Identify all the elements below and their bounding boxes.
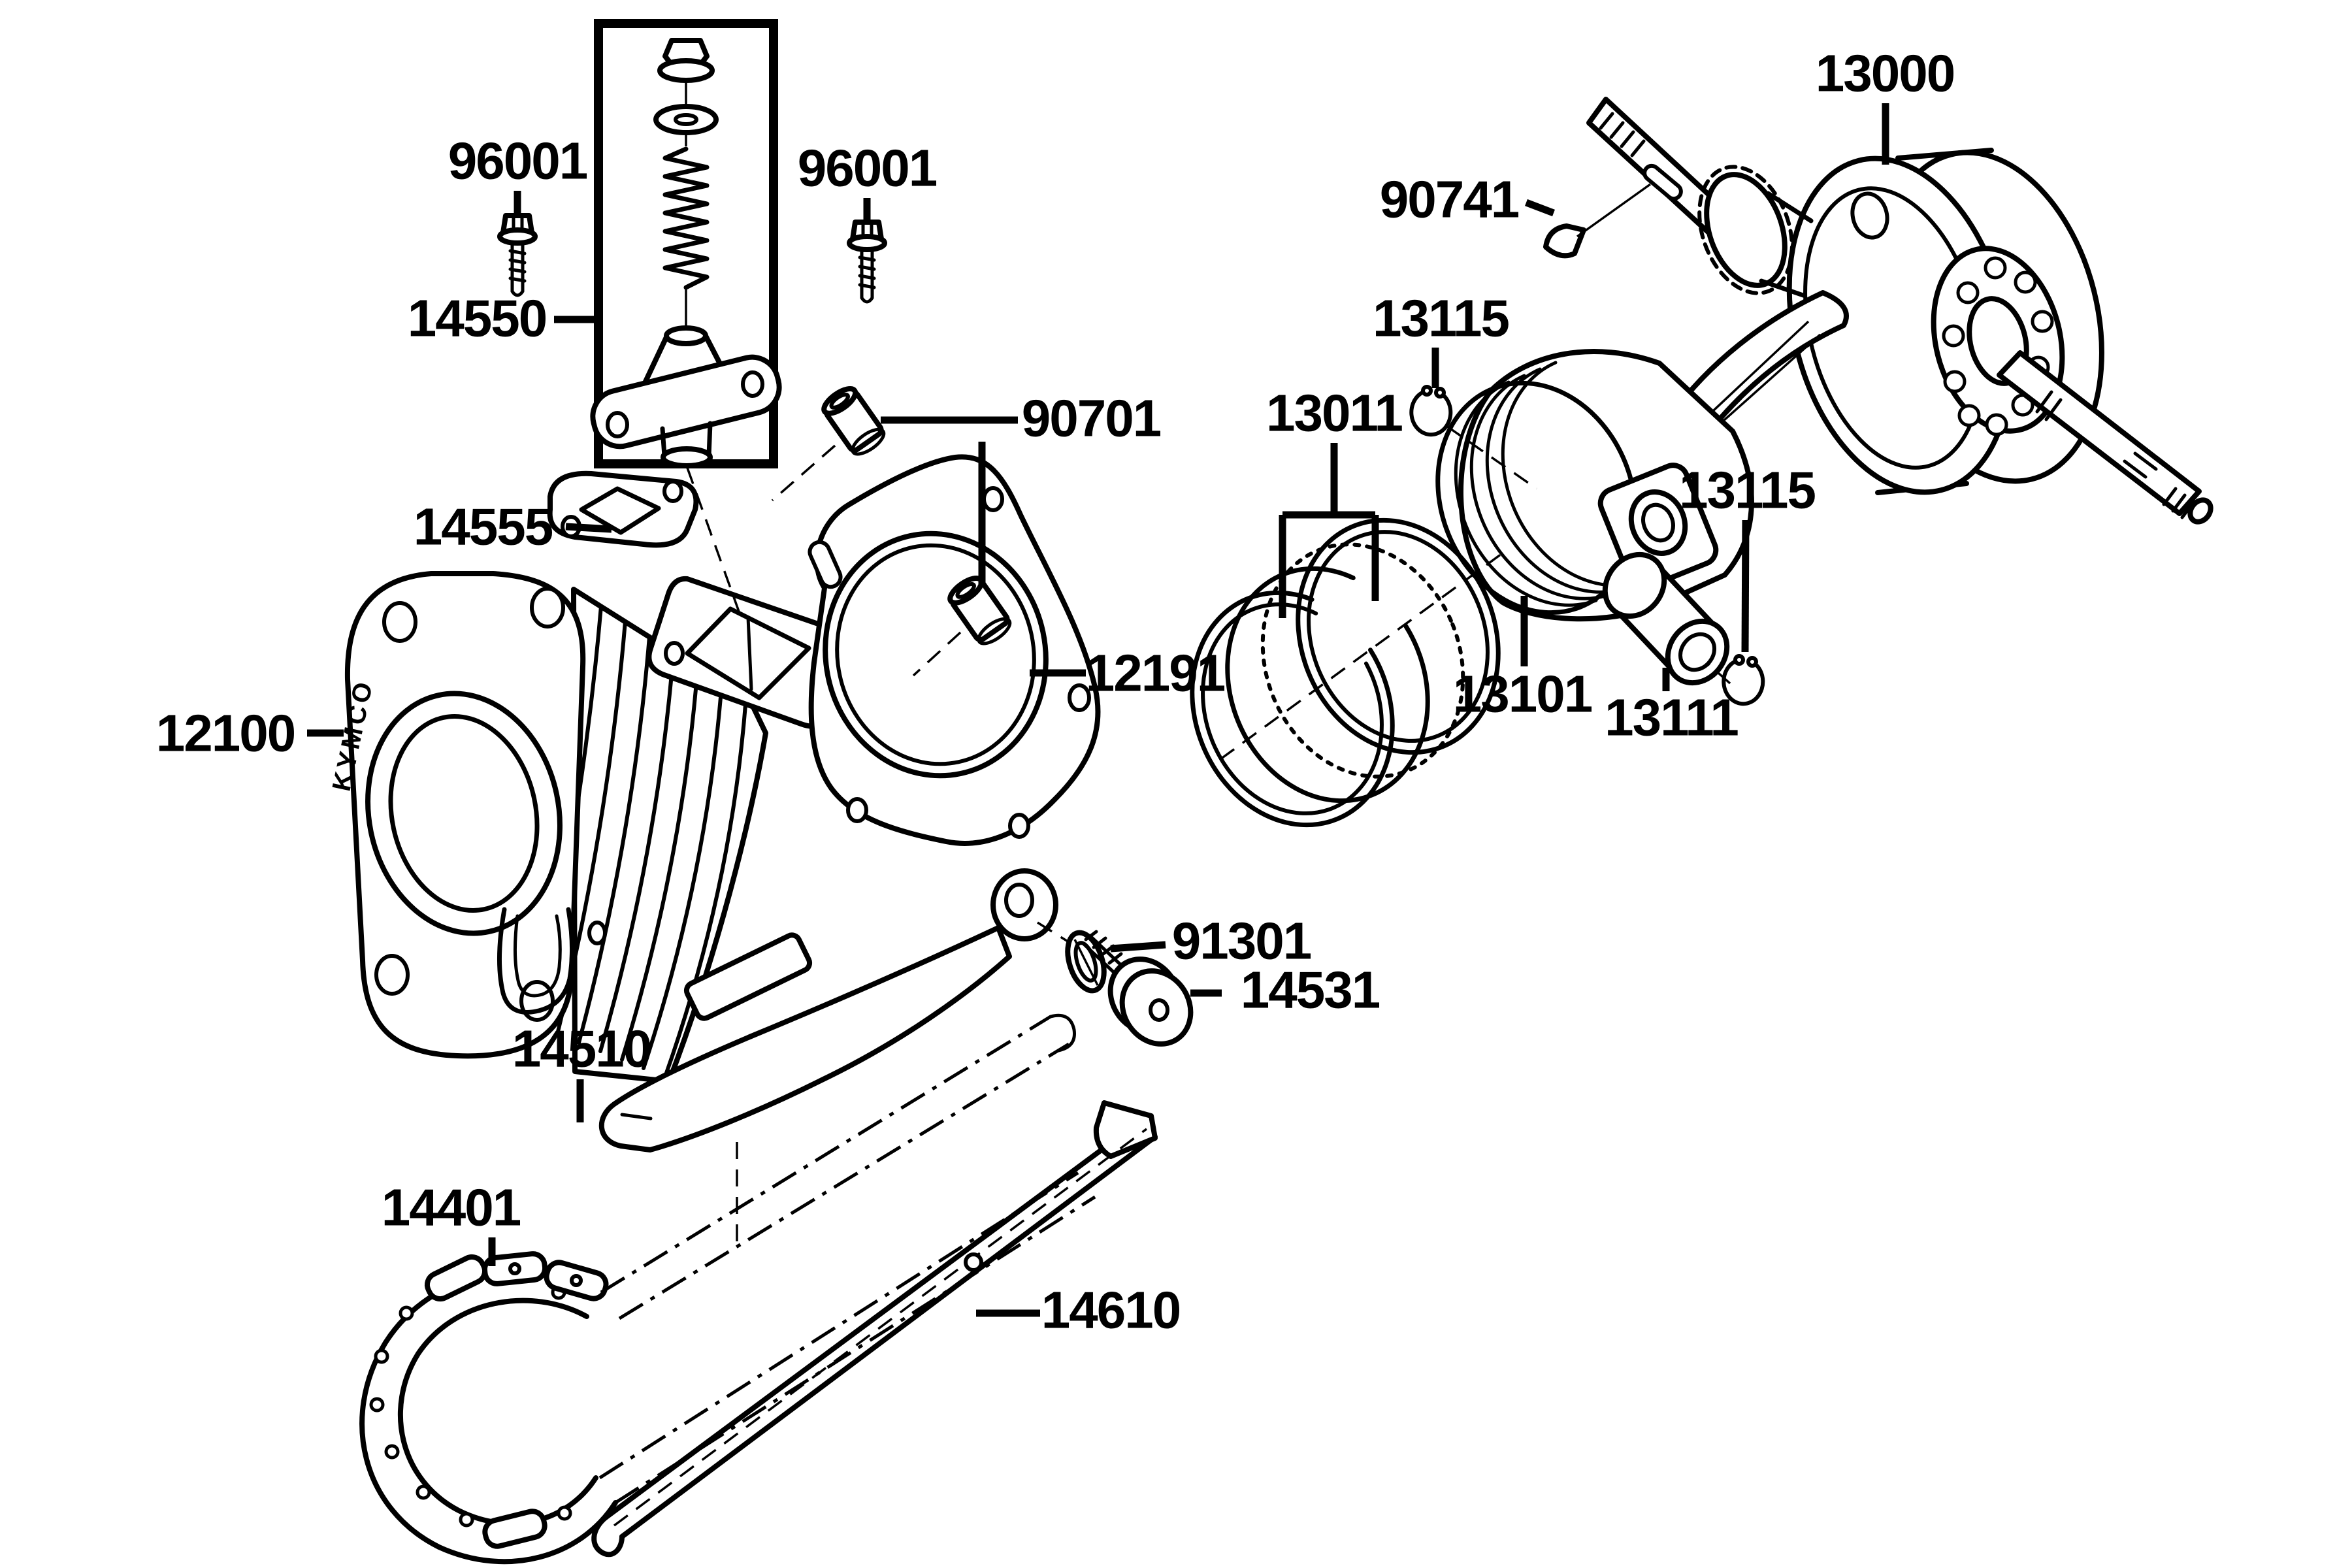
part-label-tensioner-bolt-left: 96001 <box>448 132 587 190</box>
leader-line-tensioner-arm-washer <box>1110 941 1166 953</box>
piston-crown <box>1435 380 1638 615</box>
tensioner-bolt-flange <box>657 58 715 83</box>
labels-layer: 96001 96001 14550 14555 90701 12100 12191 91301… <box>156 44 1955 1339</box>
tensioner-gasket-part <box>547 470 699 548</box>
chain-guide-top-end <box>1093 1100 1158 1159</box>
piston-clip-upper-part <box>1409 389 1453 437</box>
crank-keyway <box>1642 163 1683 201</box>
gasket-slot-hole <box>808 540 843 589</box>
piston-ring-grooves <box>1454 361 1645 607</box>
construction-line <box>1576 183 1652 238</box>
leader-line-woodruff-key <box>1525 199 1555 217</box>
construction-line <box>1705 661 1731 685</box>
oil-ring-expander <box>1260 542 1465 779</box>
tensioner-arm-pivot-hole <box>1004 883 1034 918</box>
tensioner-arm-pad <box>683 932 813 1021</box>
part-label-piston-clip-lower: 13115 <box>1679 461 1816 519</box>
cylinder-chain-tunnel-inner <box>513 914 562 998</box>
construction-line <box>1446 425 1537 490</box>
leader-line-piston-clip-lower <box>1741 519 1750 653</box>
tensioner-body-tip <box>661 446 713 468</box>
part-label-cam-chain: 14401 <box>382 1179 521 1237</box>
part-label-cylinder: 12100 <box>156 704 295 762</box>
cylinder-flange <box>344 571 586 1059</box>
part-label-tensioner-assembly: 14550 <box>408 289 546 348</box>
cylinder-chain-tunnel <box>497 907 575 1015</box>
construction-line <box>1037 921 1070 943</box>
cylinder-gasket-part <box>808 454 1101 846</box>
construction-line <box>912 631 962 677</box>
cylinder-bolt-hole <box>382 601 417 643</box>
tensioner-flange-hole <box>606 411 629 438</box>
gasket-bore-outer <box>823 531 1049 779</box>
tensioner-body-flange <box>590 354 782 449</box>
crank-sprocket-teeth <box>1697 165 1794 295</box>
tensioner-gasket-hole <box>579 486 661 535</box>
tensioner-flange-hole <box>741 370 764 398</box>
part-label-sealing-bolt: 14531 <box>1241 961 1380 1019</box>
intake-port-divider <box>746 615 753 691</box>
part-label-piston-clip-upper: 13115 <box>1373 289 1509 348</box>
tensioner-arm-part <box>598 868 1058 1152</box>
chain-guide-hole <box>964 1252 983 1272</box>
piston-part <box>1435 349 1754 622</box>
dowel-pin-lower <box>947 576 1012 645</box>
cylinder-small-hole <box>587 921 607 945</box>
construction-line <box>1219 553 1503 760</box>
gasket-bore-inner <box>835 543 1036 766</box>
part-label-piston-pin: 13111 <box>1605 689 1738 747</box>
chain-guide-part <box>591 1100 1158 1558</box>
part-label-cylinder-gasket: 12191 <box>1086 644 1225 702</box>
tensioner-spring <box>662 146 710 290</box>
flange-bolt-right <box>847 220 887 304</box>
tensioner-assembly-part <box>590 19 782 468</box>
tensioner-body-top <box>664 325 708 346</box>
piston-pin-part <box>1602 551 1730 686</box>
part-label-dowel-pins: 90701 <box>1022 389 1161 448</box>
part-label-piston-ring-set: 13011 <box>1266 384 1403 442</box>
part-label-piston: 13101 <box>1453 665 1592 723</box>
woodruff-key-part <box>1543 223 1586 259</box>
cylinder-part: KYMCO <box>327 571 859 1084</box>
intake-flange-hole <box>664 641 685 666</box>
part-label-tensioner-arm-washer: 91301 <box>1172 912 1311 970</box>
part-label-woodruff-key: 90741 <box>1380 171 1519 229</box>
part-label-tensioner-bolt-right: 96001 <box>798 139 937 197</box>
flange-bolt-left <box>497 213 538 297</box>
crank-pin-boss <box>1850 191 1889 240</box>
cylinder-bore-outer <box>365 691 563 936</box>
part-label-crankshaft: 13000 <box>1816 44 1954 103</box>
leader-line-tensioner-gasket <box>565 523 612 533</box>
piston-clip-lower-part <box>1722 658 1765 706</box>
part-label-chain-guide: 14610 <box>1041 1281 1180 1339</box>
cylinder-bolt-hole <box>374 954 410 996</box>
cylinder-bolt-hole <box>530 587 565 629</box>
part-label-tensioner-gasket: 14555 <box>414 498 553 556</box>
construction-line <box>771 444 836 502</box>
chain-guide-tip <box>591 1514 625 1558</box>
cylinder-bore-inner <box>388 714 540 913</box>
intake-port-hole <box>685 606 811 700</box>
part-label-tensioner-arm: 14510 <box>512 1020 651 1078</box>
dowel-pin-upper <box>821 386 886 456</box>
sealing-bolt-part <box>1083 930 1194 1047</box>
